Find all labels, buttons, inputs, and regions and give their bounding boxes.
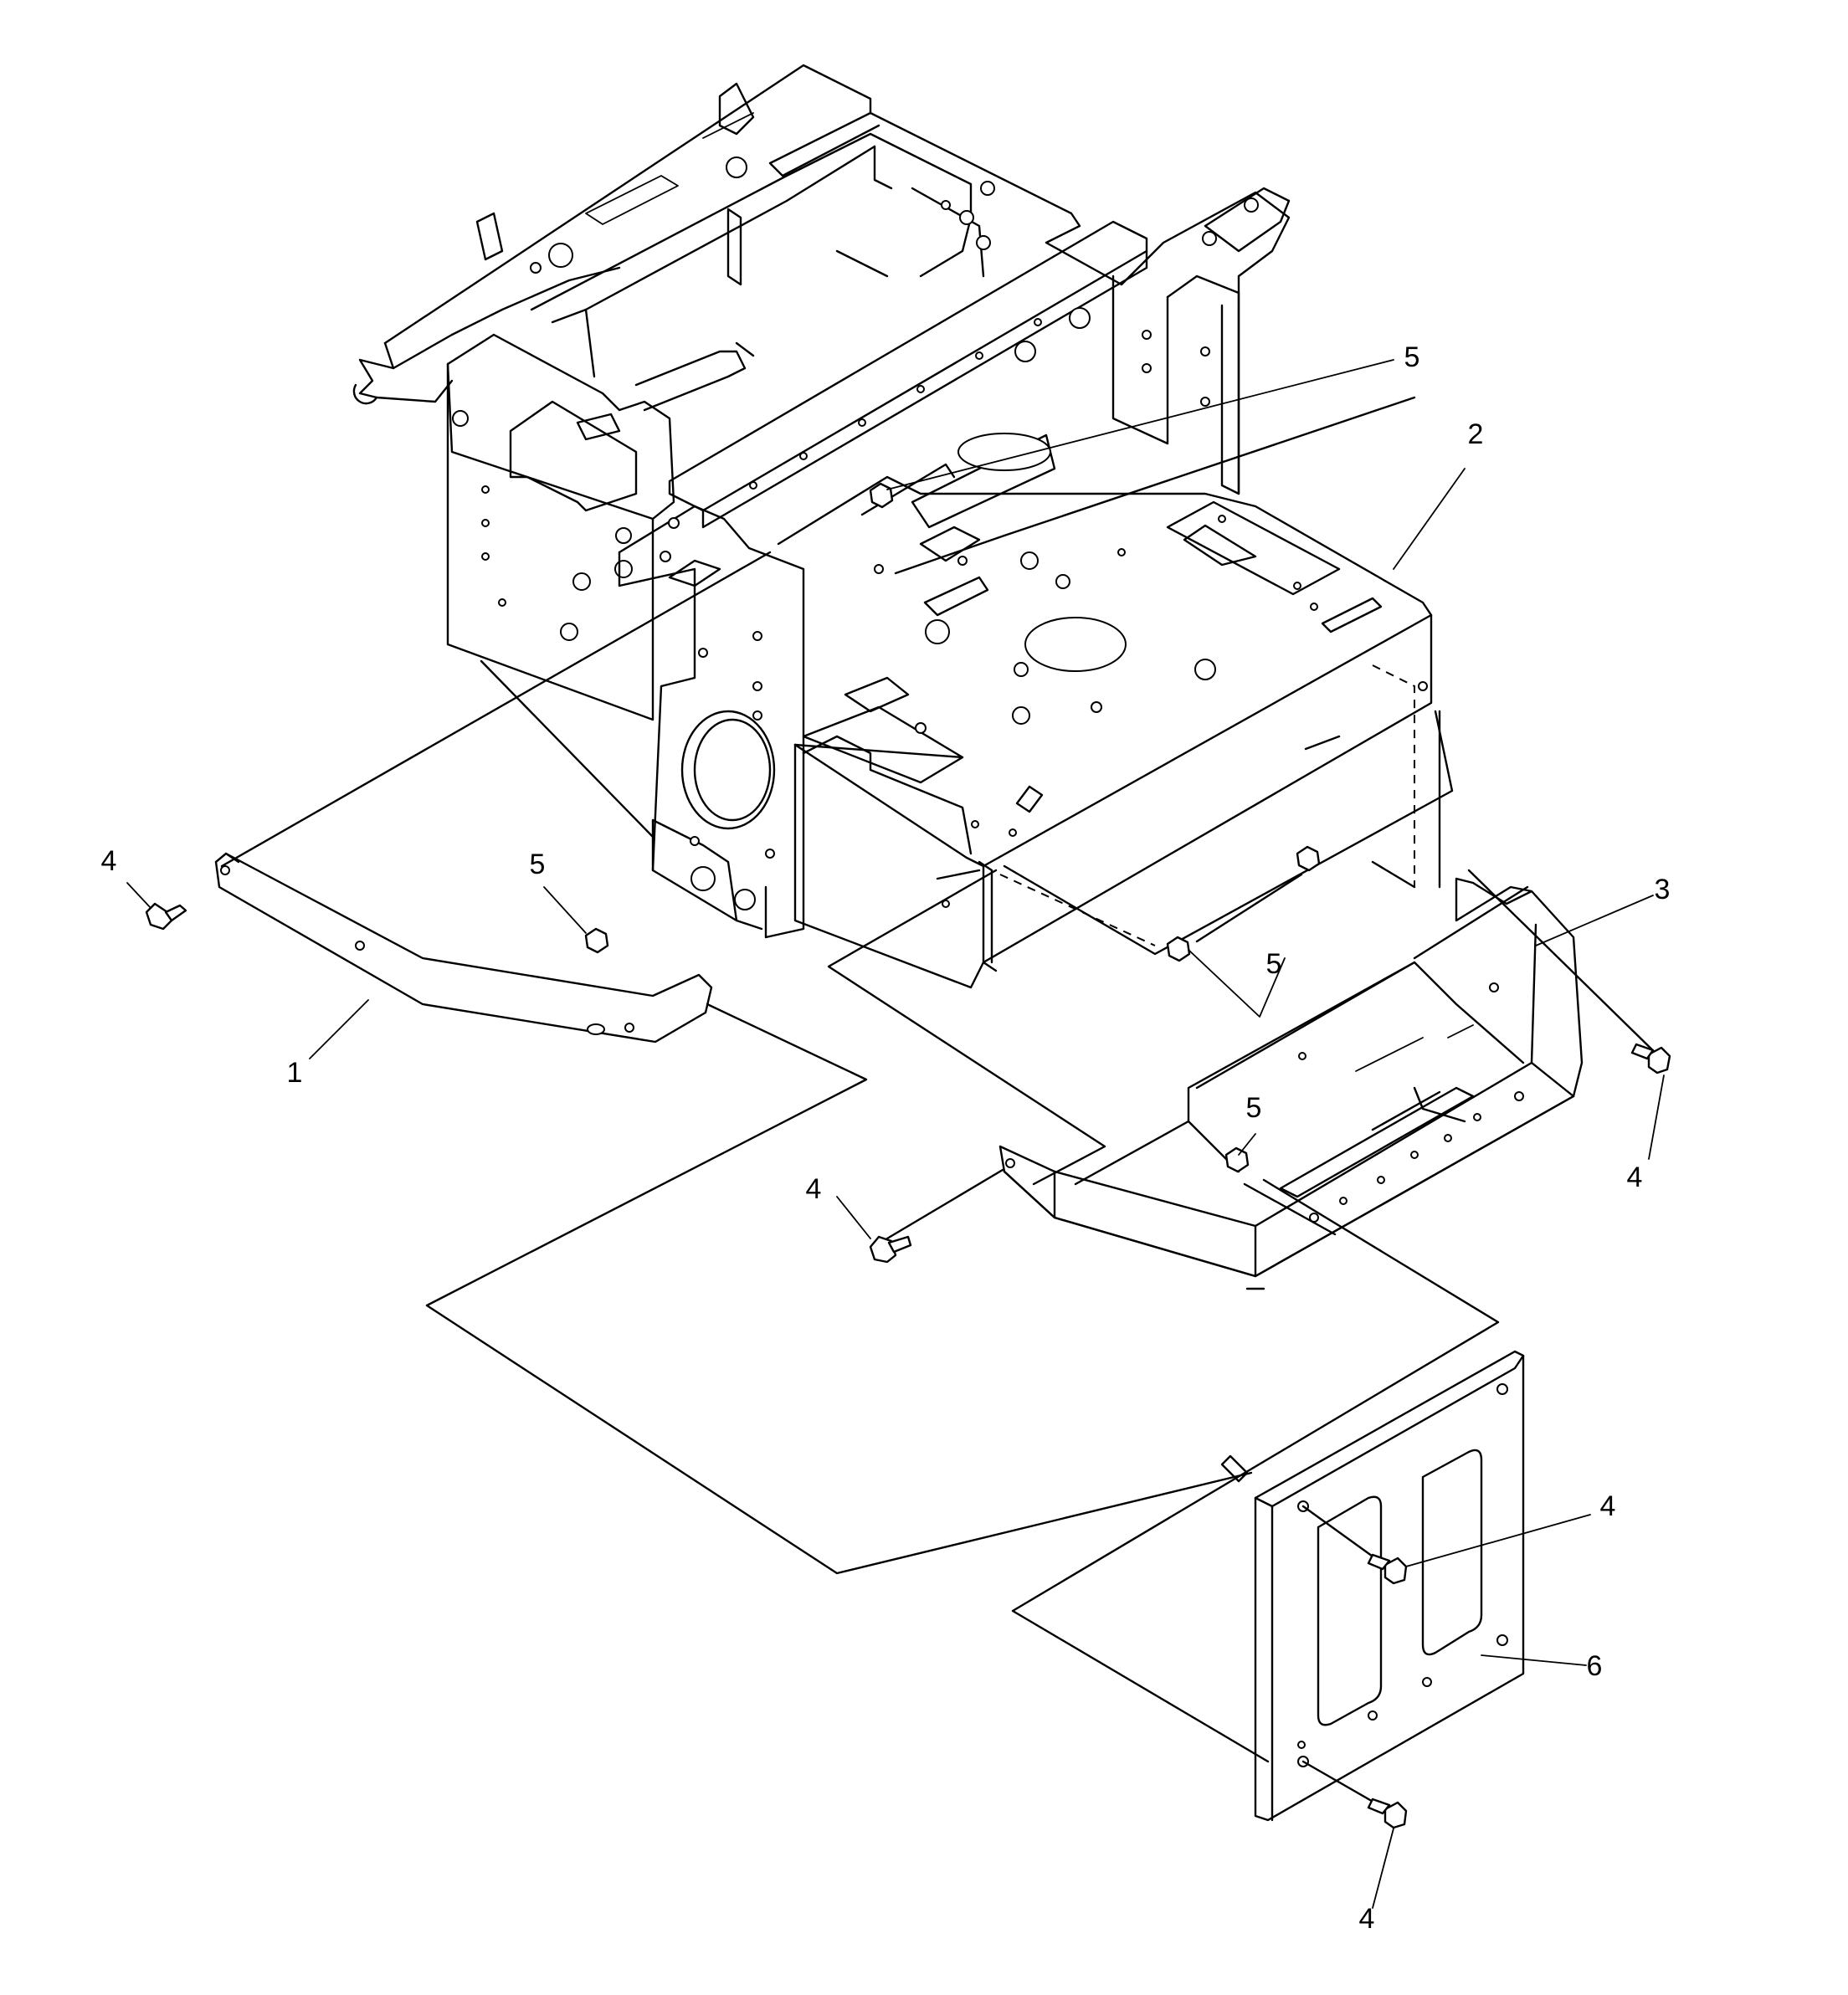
callout-4-bolt-left: 4 — [101, 845, 117, 877]
cover-plate-part-6 — [1220, 1350, 1525, 1822]
callout-3: 3 — [1655, 874, 1671, 905]
nut-icon — [1224, 1146, 1250, 1173]
callout-5-nut-tray: 5 — [1246, 1092, 1262, 1124]
nut-icon — [869, 482, 894, 509]
nut-icon — [584, 927, 609, 954]
callout-4-bolt-plate-lower: 4 — [1359, 1903, 1375, 1935]
callout-4-bolt-center: 4 — [806, 1173, 822, 1205]
callout-2: 2 — [1468, 418, 1484, 450]
bolt-icon — [1630, 1043, 1671, 1074]
bolt-icon — [1367, 1553, 1408, 1585]
nut-icon — [1166, 936, 1191, 962]
callout-4-bolt-right: 4 — [1627, 1162, 1643, 1193]
hardware — [145, 482, 1671, 1829]
bolt-icon — [145, 902, 187, 931]
bolt-icon — [869, 1235, 912, 1264]
callout-1: 1 — [287, 1057, 303, 1089]
rear-crossbar-part-3 — [998, 877, 1584, 1290]
assembly-lines — [220, 396, 1667, 1818]
callout-5-nut-left: 5 — [530, 849, 546, 880]
callout-6: 6 — [1587, 1650, 1603, 1682]
callout-5-nut-top: 5 — [1404, 341, 1420, 373]
bolt-icon — [1367, 1798, 1408, 1829]
callouts: 1 2 3 4 4 4 4 4 5 5 5 5 6 — [101, 341, 1671, 1935]
main-frame — [352, 64, 1433, 989]
leader-lines — [126, 359, 1665, 1909]
front-crossbar-part-1 — [214, 852, 713, 1044]
callout-4-bolt-plate-upper: 4 — [1600, 1490, 1616, 1522]
nut-icon — [1296, 845, 1321, 872]
callout-5-nut-deck: 5 — [1266, 948, 1282, 980]
